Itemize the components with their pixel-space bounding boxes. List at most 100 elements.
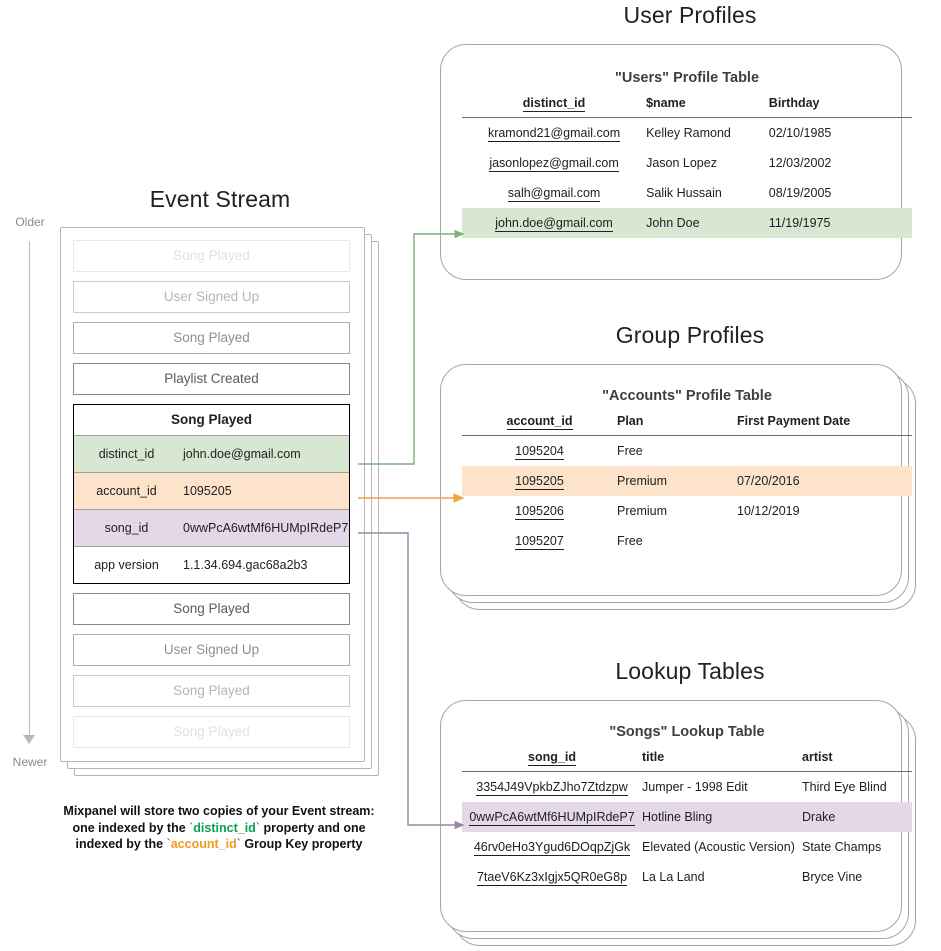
table-row[interactable]: salh@gmail.com Salik Hussain 08/19/2005: [462, 178, 912, 208]
caption-code-distinct-id: distinct_id: [193, 820, 256, 835]
cell-title: Elevated (Acoustic Version): [642, 840, 795, 854]
user-profiles-card-stack: [440, 44, 935, 284]
cell-distinct-id: john.doe@gmail.com: [462, 208, 647, 238]
songs-lookup-table-title: "Songs" Lookup Table: [609, 724, 765, 740]
accounts-profile-table-title: "Accounts" Profile Table: [602, 388, 772, 404]
users-profile-table: distinct_id $name Birthday kramond21@gma…: [462, 96, 912, 238]
event-item[interactable]: Song Played: [73, 240, 350, 272]
event-property-row-distinct-id: distinct_id john.doe@gmail.com: [74, 435, 349, 472]
table-row[interactable]: 1095206 Premium 10/12/2019: [462, 496, 912, 526]
table-row[interactable]: 46rv0eHo3Ygud6DOqpZjGk Elevated (Acousti…: [462, 832, 912, 862]
focused-event-card[interactable]: Song Played distinct_id john.doe@gmail.c…: [73, 404, 350, 584]
property-value: john.doe@gmail.com: [183, 447, 301, 461]
table-row[interactable]: 3354J49VpkbZJho7Ztdzpw Jumper - 1998 Edi…: [462, 772, 912, 803]
cell-distinct-id: kramond21@gmail.com: [487, 126, 621, 142]
cell-name: John Doe: [646, 208, 769, 238]
cell-song-id: 3354J49VpkbZJho7Ztdzpw: [476, 780, 628, 796]
caption-line-3: indexed by the `account_id` Group Key pr…: [75, 837, 363, 851]
songs-lookup-table: song_id title artist 3354J49VpkbZJho7Ztd…: [462, 750, 912, 892]
cell-distinct-id: salh@gmail.com: [507, 186, 601, 202]
cell-song-id: 7taeV6Kz3xIgjx5QR0eG8p: [476, 870, 628, 886]
table-row-highlighted[interactable]: john.doe@gmail.com John Doe 11/19/1975: [462, 208, 912, 238]
songs-lookup-table-wrap: "Songs" Lookup Table song_id title artis…: [462, 724, 912, 892]
cell-song-id: 0wwPcA6wtMf6HUMpIRdeP7: [462, 802, 642, 832]
lookup-tables-section-title: Lookup Tables: [615, 658, 765, 684]
cell-name: Kelley Ramond: [646, 126, 731, 140]
event-stream-panel: Song Played User Signed Up Song Played P…: [60, 227, 380, 777]
users-profile-table-title: "Users" Profile Table: [614, 70, 760, 86]
table-row[interactable]: 1095204 Free: [462, 436, 912, 467]
cell-first-payment: [737, 436, 912, 467]
event-item[interactable]: Playlist Created: [73, 363, 350, 395]
event-list: Song Played User Signed Up Song Played P…: [73, 240, 350, 757]
column-header-account-id: account_id: [506, 414, 573, 430]
table-header-row: account_id Plan First Payment Date: [462, 414, 912, 436]
timeline-axis: Older Newer: [0, 215, 60, 785]
user-profiles-card: [440, 44, 902, 280]
column-header-birthday: Birthday: [768, 96, 820, 110]
property-value: 1095205: [183, 484, 232, 498]
accounts-profile-table: account_id Plan First Payment Date 10952…: [462, 414, 912, 556]
column-header-name: $name: [646, 96, 686, 110]
table-row-highlighted[interactable]: 1095205 Premium 07/20/2016: [462, 466, 912, 496]
cell-plan: Free: [617, 444, 643, 458]
property-key: song_id: [104, 521, 149, 535]
timeline-older-label: Older: [15, 215, 45, 229]
property-key: account_id: [96, 484, 157, 498]
cell-title: Hotline Bling: [642, 802, 802, 832]
table-row-highlighted[interactable]: 0wwPcA6wtMf6HUMpIRdeP7 Hotline Bling Dra…: [462, 802, 912, 832]
event-property-row-app-version: app version 1.1.34.694.gac68a2b3: [74, 546, 349, 583]
column-header-artist: artist: [802, 750, 833, 764]
group-profiles-section-title: Group Profiles: [615, 322, 765, 348]
table-row[interactable]: kramond21@gmail.com Kelley Ramond 02/10/…: [462, 118, 912, 149]
cell-song-id: 46rv0eHo3Ygud6DOqpZjGk: [473, 840, 631, 856]
table-row[interactable]: 1095207 Free: [462, 526, 912, 556]
event-item[interactable]: Song Played: [73, 675, 350, 707]
cell-first-payment: 10/12/2019: [737, 504, 800, 518]
caption-line-2-prefix: one indexed by the: [72, 820, 190, 835]
cell-artist: Bryce Vine: [802, 870, 863, 884]
cell-title: Jumper - 1998 Edit: [642, 780, 748, 794]
property-key: app version: [94, 558, 159, 572]
cell-artist: State Champs: [802, 840, 882, 854]
column-header-first-payment-date: First Payment Date: [737, 414, 851, 428]
event-item[interactable]: User Signed Up: [73, 634, 350, 666]
event-stream-caption: Mixpanel will store two copies of your E…: [38, 803, 400, 853]
timeline-newer-label: Newer: [12, 755, 48, 769]
event-item[interactable]: Song Played: [73, 593, 350, 625]
event-property-row-song-id: song_id 0wwPcA6wtMf6HUMpIRdeP7: [74, 509, 349, 546]
timeline-line: [29, 241, 30, 741]
column-header-song-id: song_id: [528, 750, 576, 766]
cell-birthday: 08/19/2005: [768, 186, 832, 200]
caption-line-1: Mixpanel will store two copies of your E…: [63, 804, 375, 818]
cell-plan: Free: [617, 534, 643, 548]
event-item[interactable]: Song Played: [73, 716, 350, 748]
accounts-profile-table-wrap: "Accounts" Profile Table account_id Plan…: [462, 388, 912, 556]
cell-first-payment: 07/20/2016: [737, 466, 912, 496]
cell-account-id: 1095204: [515, 444, 564, 460]
property-value: 1.1.34.694.gac68a2b3: [183, 558, 308, 572]
cell-artist: Third Eye Blind: [802, 780, 887, 794]
event-item[interactable]: Song Played: [73, 322, 350, 354]
cell-distinct-id: jasonlopez@gmail.com: [489, 156, 619, 172]
event-item[interactable]: User Signed Up: [73, 281, 350, 313]
caption-line-3-suffix: Group Key property: [240, 837, 363, 851]
property-value: 0wwPcA6wtMf6HUMpIRdeP7: [183, 521, 349, 535]
timeline-arrowhead-icon: [23, 735, 35, 744]
table-row[interactable]: 7taeV6Kz3xIgjx5QR0eG8p La La Land Bryce …: [462, 862, 912, 892]
cell-birthday: 11/19/1975: [768, 208, 912, 238]
table-header-row: distinct_id $name Birthday: [462, 96, 912, 118]
caption-line-2: one indexed by the `distinct_id` propert…: [72, 820, 366, 835]
event-property-row-account-id: account_id 1095205: [74, 472, 349, 509]
cell-title: La La Land: [642, 870, 705, 884]
user-profiles-section-title: User Profiles: [623, 2, 757, 28]
column-header-title: title: [642, 750, 665, 764]
cell-plan: Premium: [617, 504, 668, 518]
table-row[interactable]: jasonlopez@gmail.com Jason Lopez 12/03/2…: [462, 148, 912, 178]
caption-code-account-id: account_id: [170, 837, 237, 851]
cell-birthday: 02/10/1985: [768, 126, 832, 140]
column-header-distinct-id: distinct_id: [522, 96, 586, 112]
cell-birthday: 12/03/2002: [768, 156, 832, 170]
focused-event-title: Song Played: [170, 412, 253, 427]
